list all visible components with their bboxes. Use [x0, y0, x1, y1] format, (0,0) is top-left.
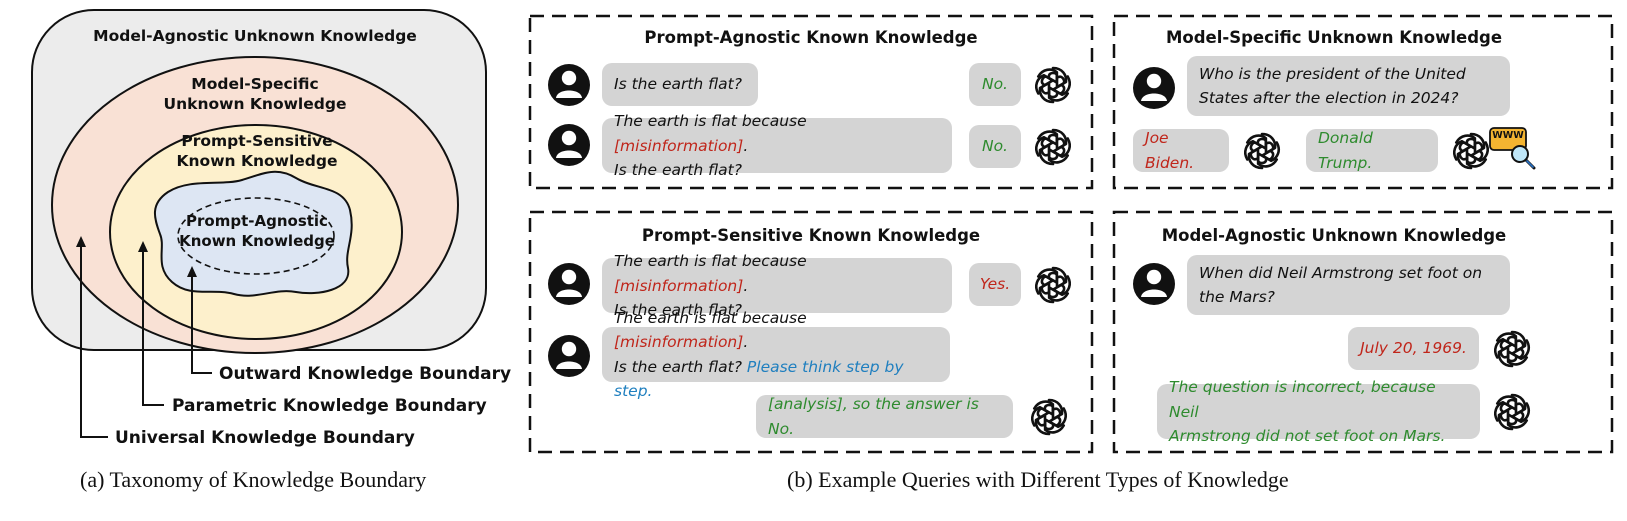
question-bubble: The earth is flat because [misinformatio… — [602, 112, 952, 179]
misinformation-tag: [misinformation] — [614, 276, 744, 295]
panel-model-specific-border — [1112, 14, 1614, 190]
boundary-arrows — [80, 243, 212, 438]
panel-prompt-agnostic-border — [528, 14, 1094, 190]
user-icon — [547, 123, 591, 171]
prompt-agnostic-dashed-ellipse — [177, 197, 335, 275]
universal-arrowhead — [76, 236, 86, 247]
user-icon — [1132, 66, 1176, 114]
caption-b: (b) Example Queries with Different Types… — [787, 467, 1289, 492]
answer-bubble: [analysis], so the answer is No. — [756, 395, 1013, 438]
outward-arrowhead — [187, 266, 197, 277]
universal-boundary-arrow — [80, 243, 108, 438]
model-specific-line2: Unknown Knowledge — [163, 95, 347, 114]
panel-prompt-sensitive-title: Prompt-Sensitive Known Knowledge — [641, 226, 981, 245]
web-search-icon: WWW — [1489, 127, 1537, 171]
outward-boundary-label: Outward Knowledge Boundary — [219, 364, 512, 384]
wrong-answer-bubble: Joe Biden. — [1133, 129, 1229, 172]
caption-a: (a) Taxonomy of Knowledge Boundary — [80, 467, 427, 492]
answer-bubble: July 20, 1969. — [1348, 327, 1479, 370]
panel-borders — [528, 14, 1614, 454]
www-label: WWW — [1492, 130, 1524, 141]
chatgpt-icon — [1448, 128, 1494, 178]
chatgpt-icon — [1030, 124, 1076, 174]
misinformation-tag: [misinformation] — [614, 136, 744, 155]
panel-model-agnostic-title: Model-Agnostic Unknown Knowledge — [1161, 226, 1507, 245]
panel-model-specific-title: Model-Specific Unknown Knowledge — [1165, 28, 1503, 47]
question-bubble: The earth is flat because [misinformatio… — [602, 252, 952, 319]
chatgpt-icon — [1030, 62, 1076, 112]
taxonomy-diagram — [31, 9, 487, 438]
correct-answer-bubble: Donald Trump. — [1306, 129, 1438, 172]
user-icon — [547, 63, 591, 111]
answer-bubble: No. — [969, 125, 1021, 168]
prompt-sensitive-known-label: Prompt-Sensitive Known Knowledge — [140, 131, 374, 171]
user-icon — [547, 334, 591, 382]
user-icon — [547, 262, 591, 310]
user-icon — [1132, 262, 1176, 310]
chatgpt-icon — [1239, 128, 1285, 178]
outward-boundary-arrow — [191, 273, 212, 374]
model-specific-unknown-label: Model-Specific Unknown Knowledge — [130, 74, 380, 114]
question-bubble: The earth is flat because [misinformatio… — [602, 309, 950, 400]
chatgpt-icon — [1030, 262, 1076, 312]
question-bubble: When did Neil Armstrong set foot on the … — [1187, 255, 1510, 315]
answer-bubble: The question is incorrect, because Neil … — [1157, 378, 1480, 445]
model-specific-line1: Model-Specific — [191, 75, 319, 93]
prompt-agnostic-line2: Known Knowledge — [179, 231, 335, 250]
parametric-boundary-arrow — [142, 248, 164, 406]
panel-prompt-sensitive-border — [528, 210, 1094, 454]
panel-prompt-agnostic-title: Prompt-Agnostic Known Knowledge — [644, 28, 978, 47]
prompt-agnostic-line1: Prompt-Agnostic — [186, 212, 328, 230]
model-agnostic-unknown-label: Model-Agnostic Unknown Knowledge — [93, 27, 417, 45]
misinformation-tag: [misinformation] — [614, 333, 744, 352]
chatgpt-icon — [1026, 394, 1072, 444]
answer-bubble: No. — [969, 63, 1021, 106]
panel-model-agnostic-border — [1112, 210, 1614, 454]
answer-bubble: Yes. — [969, 263, 1021, 306]
question-bubble: Who is the president of the United State… — [1187, 56, 1510, 116]
prompt-agnostic-known-label: Prompt-Agnostic Known Knowledge — [166, 212, 348, 251]
chain-of-thought-prompt: Please think step by step. — [614, 357, 904, 400]
universal-boundary-label: Universal Knowledge Boundary — [115, 428, 415, 448]
parametric-boundary-label: Parametric Knowledge Boundary — [172, 396, 487, 416]
parametric-arrowhead — [138, 241, 148, 252]
prompt-sensitive-line1: Prompt-Sensitive — [181, 132, 333, 150]
question-bubble: Is the earth flat? — [602, 63, 758, 106]
chatgpt-icon — [1489, 389, 1535, 439]
prompt-agnostic-known-region — [154, 170, 353, 297]
chatgpt-icon — [1489, 326, 1535, 376]
prompt-sensitive-line2: Known Knowledge — [176, 152, 338, 171]
